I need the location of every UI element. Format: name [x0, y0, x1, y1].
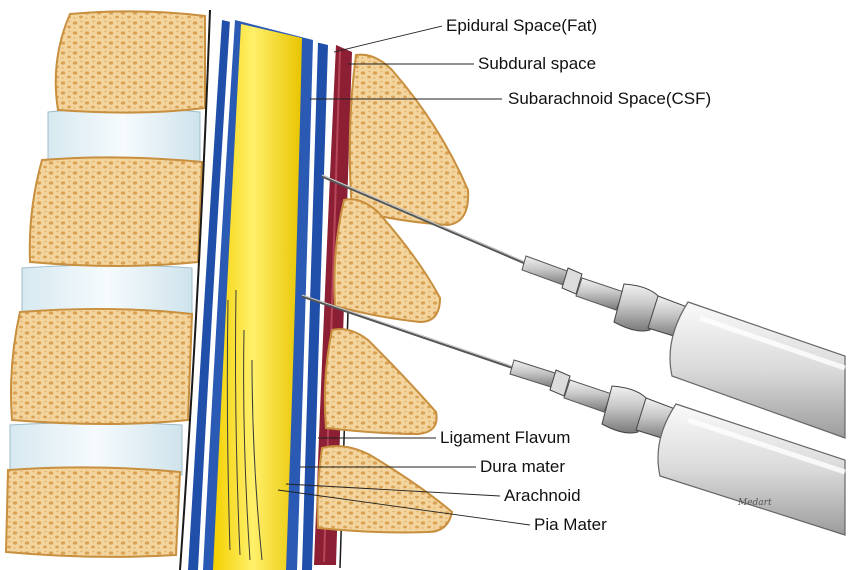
artist-signature: Medart — [737, 498, 772, 508]
posterior-ligament — [179, 9, 211, 570]
label-subdural-space: Subdural space — [478, 54, 596, 73]
label-pia-mater: Pia Mater — [534, 515, 607, 534]
upper-syringe-barrel — [669, 301, 846, 439]
lower-spinal-needle — [301, 294, 679, 441]
upper-spinal-needle — [321, 174, 691, 339]
leader-lines — [277, 25, 531, 526]
spinal-cord — [213, 24, 302, 570]
label-ligament-flavum: Ligament Flavum — [440, 428, 570, 447]
nerve-roots — [226, 289, 263, 561]
label-dura-mater: Dura mater — [480, 457, 565, 476]
lower-syringe-barrel — [657, 403, 846, 536]
label-subarachnoid-space: Subarachnoid Space(CSF) — [508, 89, 711, 108]
label-epidural-space: Epidural Space(Fat) — [446, 16, 597, 35]
vertebral-bodies — [4, 10, 206, 558]
spinous-processes — [316, 53, 470, 534]
label-arachnoid: Arachnoid — [504, 486, 581, 505]
